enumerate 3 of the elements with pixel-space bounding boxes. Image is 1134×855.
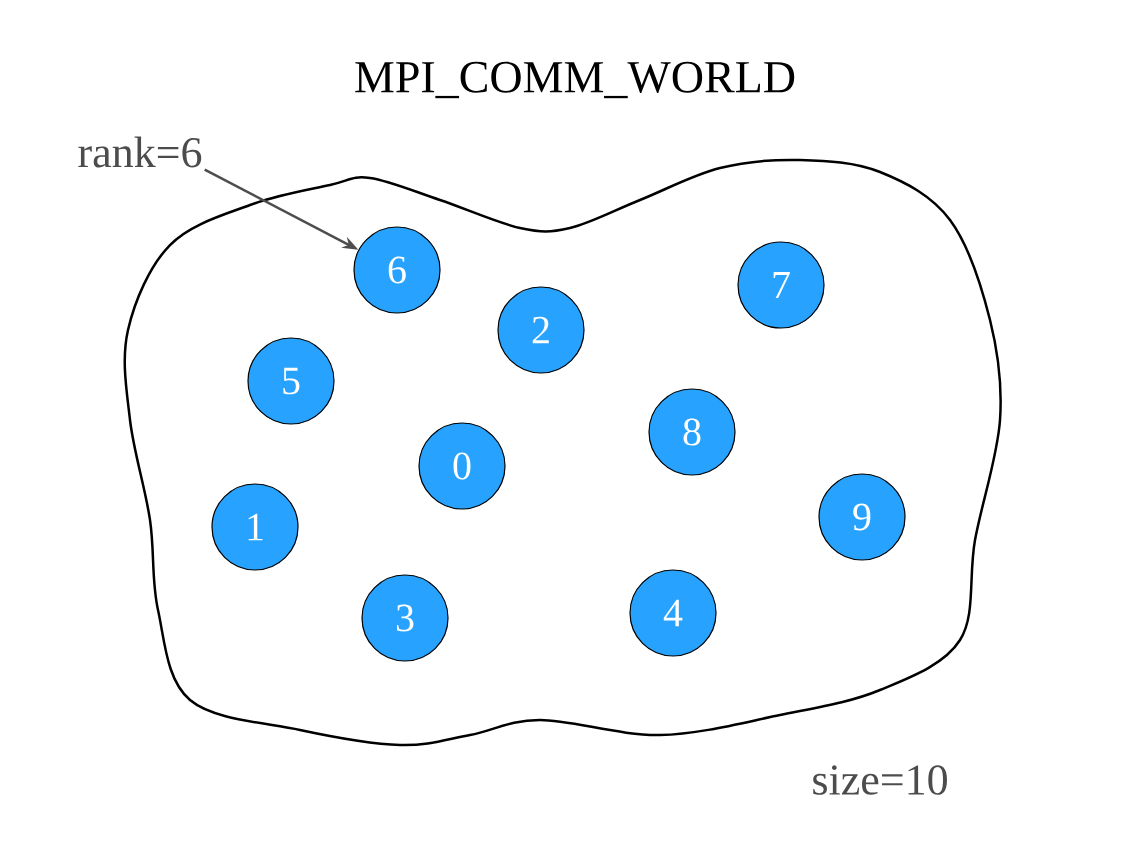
rank-label: rank=6 bbox=[78, 136, 202, 168]
size-label: size=10 bbox=[813, 765, 947, 795]
title: MPI_COMM_WORLD bbox=[355, 61, 795, 99]
